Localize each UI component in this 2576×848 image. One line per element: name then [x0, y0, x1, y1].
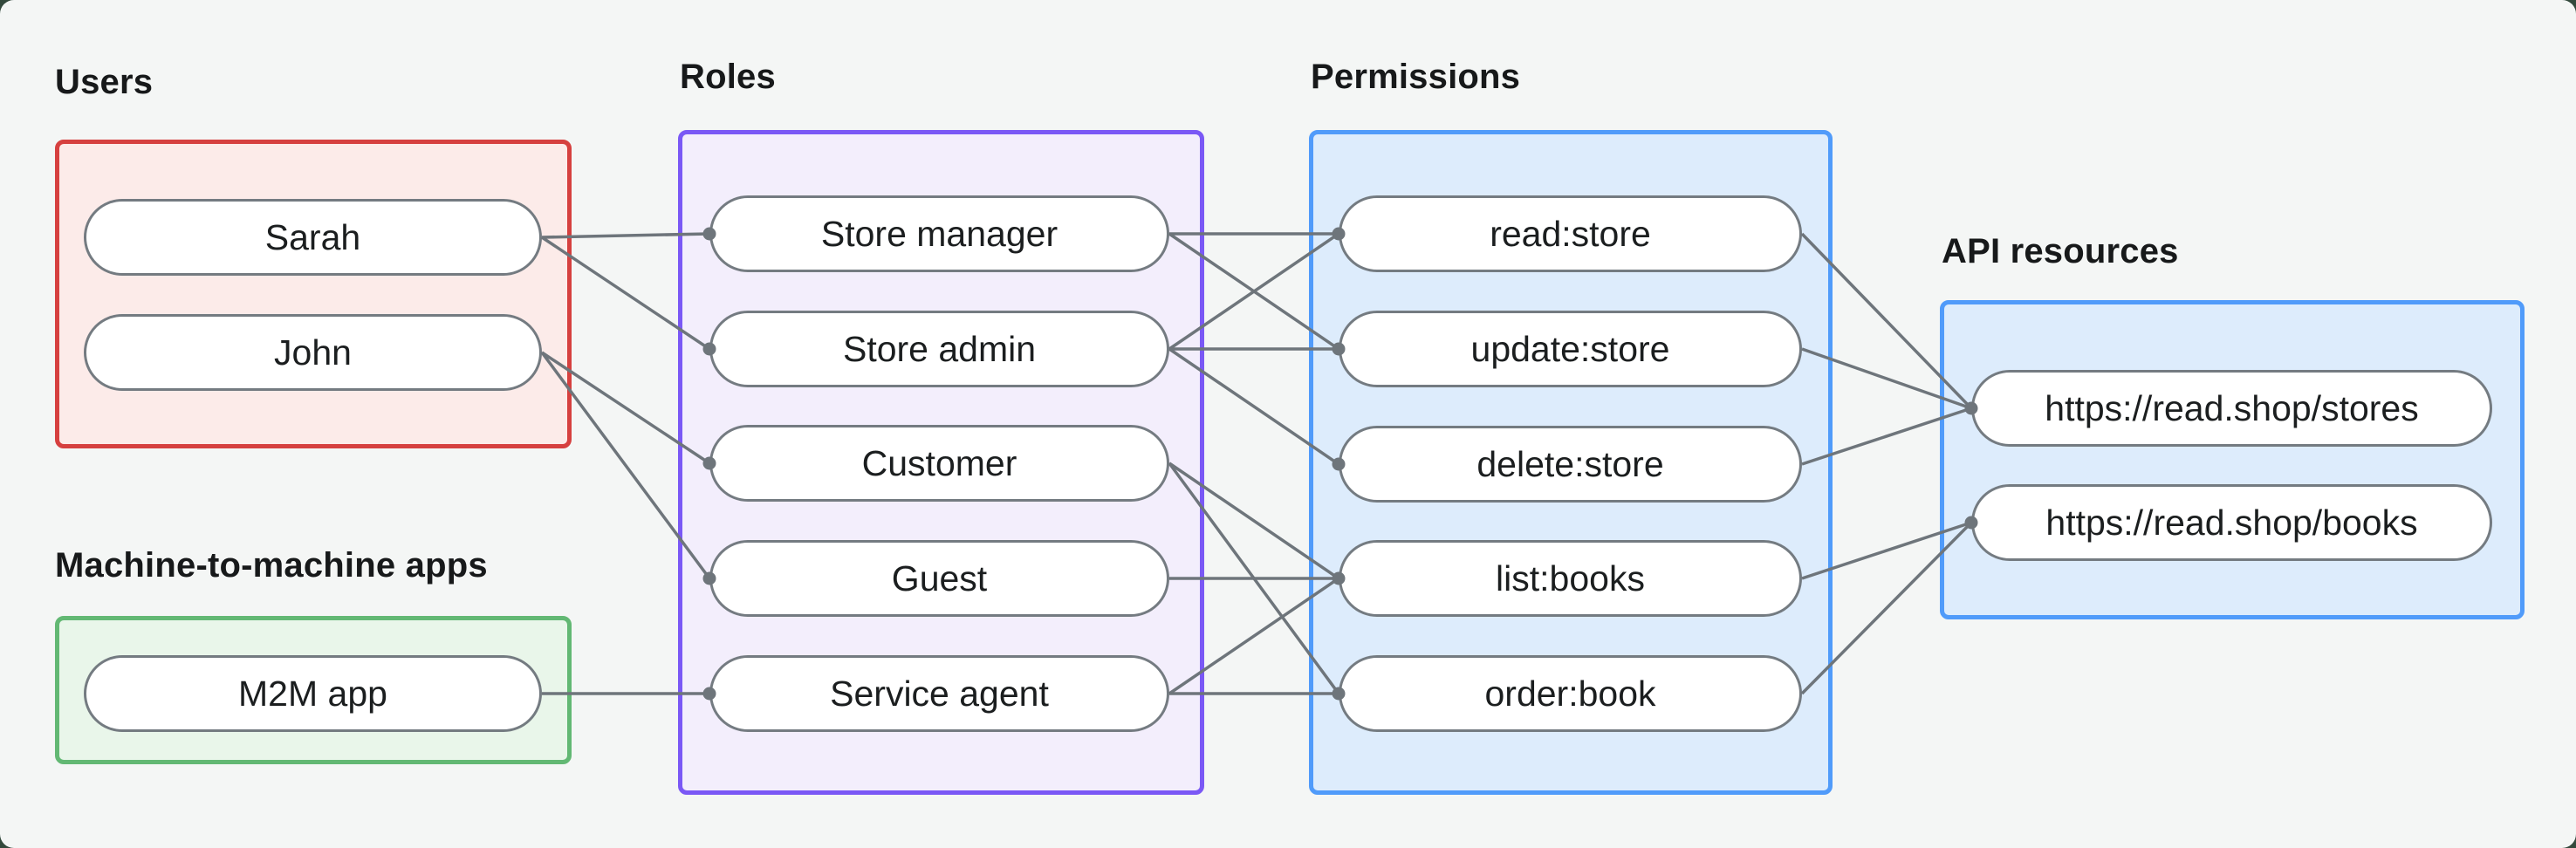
node-customer: Customer [709, 425, 1169, 502]
permissions-group-box: read:store update:store delete:store lis… [1309, 130, 1833, 795]
node-api-resource-stores: https://read.shop/stores [1971, 370, 2492, 447]
node-john: John [84, 314, 542, 391]
node-api-resource-books: https://read.shop/books [1971, 484, 2492, 561]
machine-to-machine-group-label: Machine-to-machine apps [55, 546, 488, 585]
node-store-admin: Store admin [709, 311, 1169, 387]
node-delete-store: delete:store [1339, 426, 1802, 503]
permissions-group-label: Permissions [1311, 58, 1521, 96]
roles-group-box: Store manager Store admin Customer Guest… [678, 130, 1204, 795]
users-group-label: Users [55, 63, 154, 101]
node-sarah: Sarah [84, 199, 542, 276]
node-update-store: update:store [1339, 311, 1802, 387]
roles-group-label: Roles [680, 58, 776, 96]
node-service-agent: Service agent [709, 655, 1169, 732]
node-m2m-app: M2M app [84, 655, 542, 732]
node-guest: Guest [709, 540, 1169, 617]
node-read-store: read:store [1339, 195, 1802, 272]
users-group-box: Sarah John [55, 140, 572, 448]
node-list-books: list:books [1339, 540, 1802, 617]
api-resources-group-label: API resources [1942, 232, 2179, 270]
api-resources-group-box: https://read.shop/stores https://read.sh… [1940, 300, 2525, 619]
machine-to-machine-group-box: M2M app [55, 616, 572, 764]
node-order-book: order:book [1339, 655, 1802, 732]
node-store-manager: Store manager [709, 195, 1169, 272]
